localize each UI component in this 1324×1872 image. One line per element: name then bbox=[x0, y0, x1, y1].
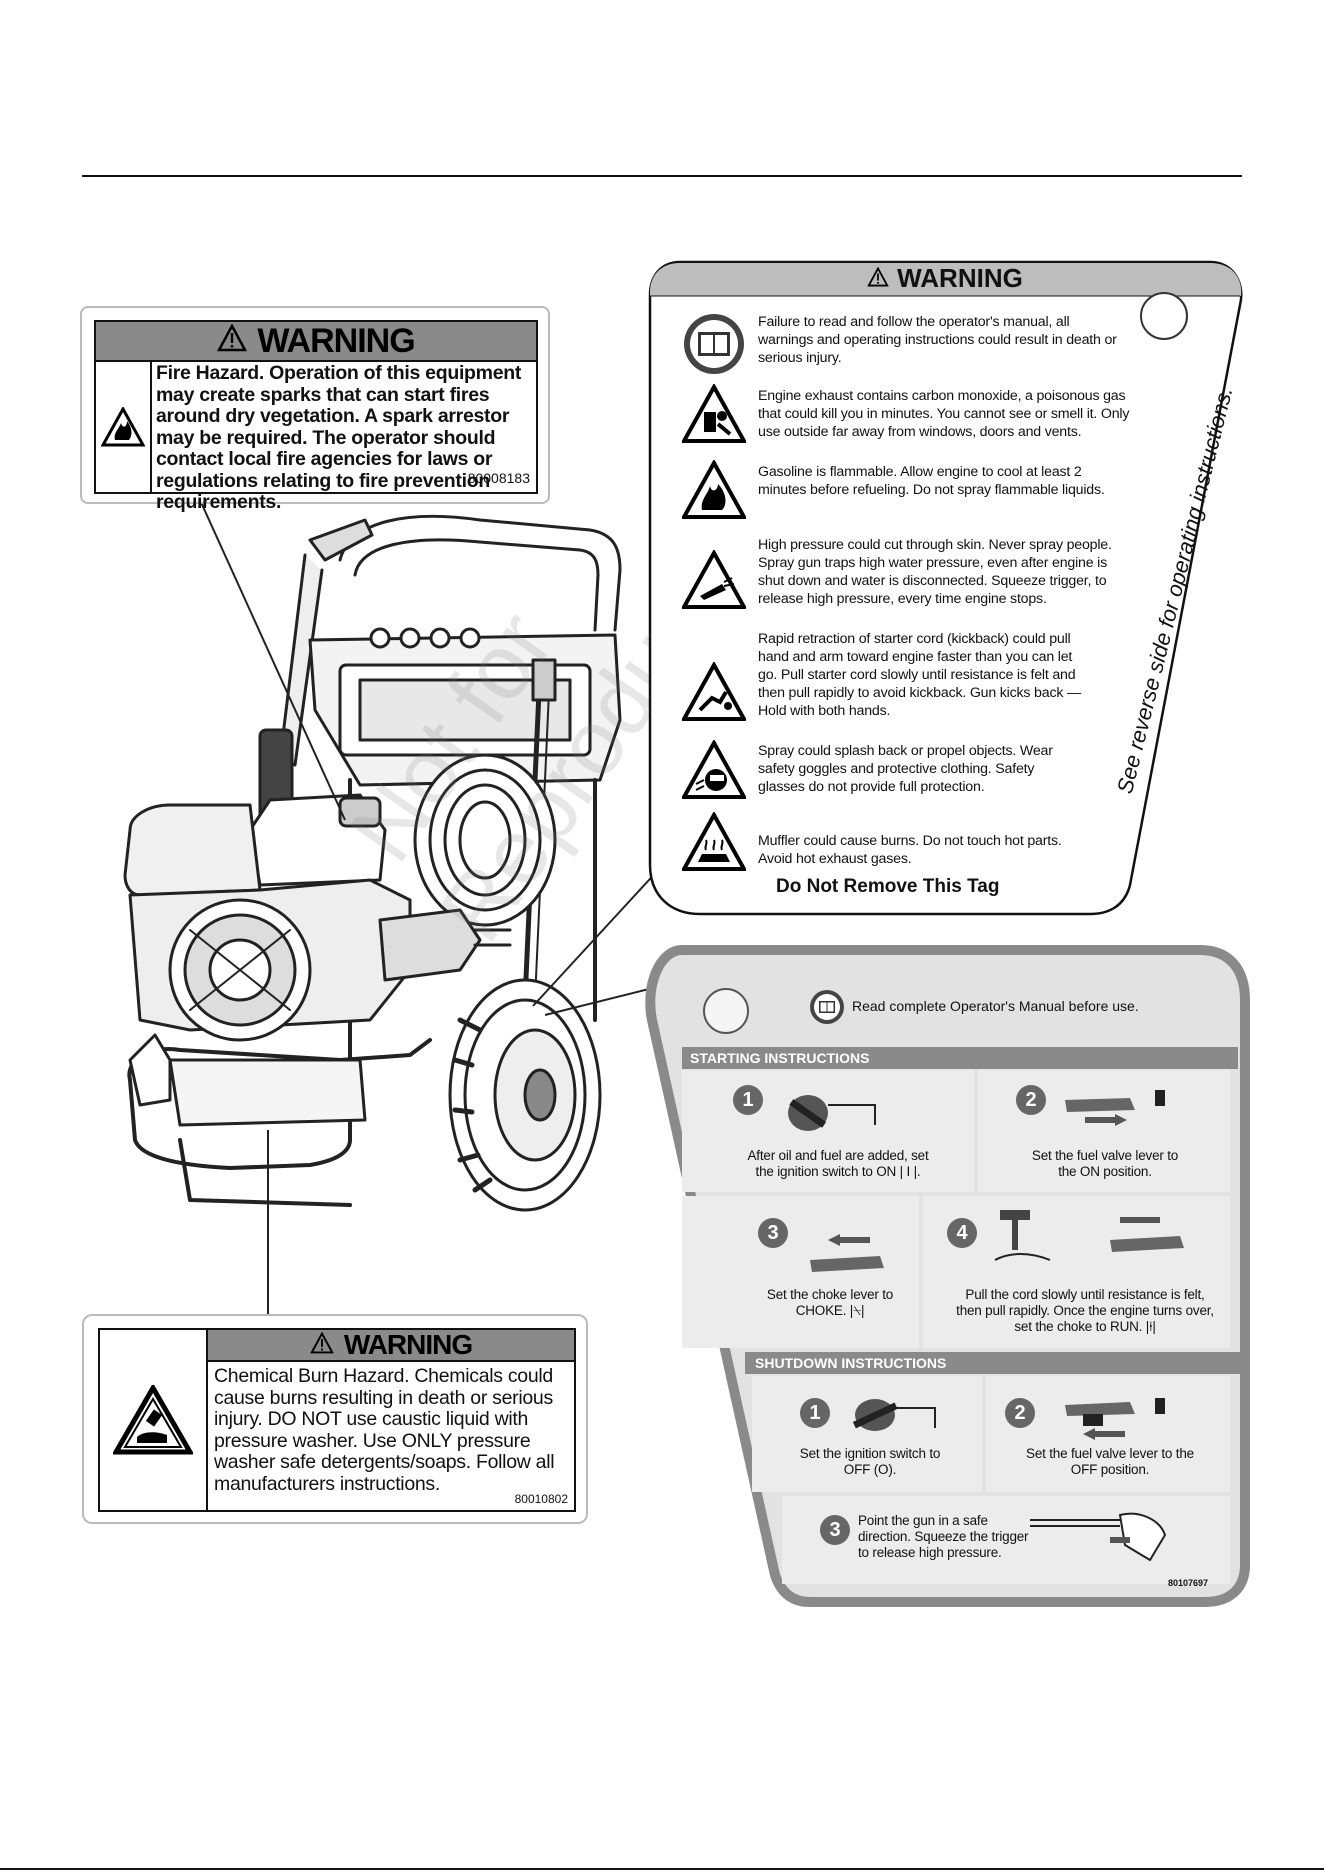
start-step-3 bbox=[682, 1196, 919, 1348]
fuel-valve-off-icon bbox=[1065, 1398, 1165, 1440]
tag-hole bbox=[1140, 292, 1188, 340]
instructions-tag-hole bbox=[703, 988, 749, 1034]
fire-hazard-icon bbox=[96, 362, 152, 492]
starting-title: STARTING INSTRUCTIONS bbox=[682, 1047, 1238, 1069]
start-step-2-number: 2 bbox=[1016, 1085, 1046, 1115]
manual-icon bbox=[810, 990, 844, 1024]
shutdown-step-1-text: Set the ignition switch to OFF (O). bbox=[799, 1446, 941, 1477]
tag-item-goggles: Spray could splash back or propel object… bbox=[758, 743, 1053, 795]
fuel-valve-icon bbox=[1065, 1090, 1165, 1126]
shutdown-step-3-text: Point the gun in a safe direction. Squee… bbox=[858, 1513, 1029, 1560]
tag-footer: Do Not Remove This Tag bbox=[776, 876, 1000, 897]
high-pressure-icon bbox=[680, 548, 748, 609]
fire-label-code: 80008183 bbox=[467, 470, 530, 486]
tag-item-flammable: Gasoline is flammable. Allow engine to c… bbox=[758, 464, 1105, 498]
warning-triangle-icon bbox=[309, 1329, 334, 1361]
tag-item-high-pressure: High pressure could cut through skin. Ne… bbox=[758, 537, 1112, 607]
warning-triangle-icon bbox=[867, 263, 889, 294]
shutdown-step-2-number: 2 bbox=[1005, 1398, 1035, 1428]
shutdown-step-2-text: Set the fuel valve lever to the OFF posi… bbox=[1026, 1446, 1194, 1477]
ignition-switch-icon bbox=[788, 1095, 876, 1131]
footer-rule bbox=[0, 1868, 1324, 1870]
chem-warning-header: WARNING bbox=[208, 1329, 574, 1362]
start-step-1-number: 1 bbox=[733, 1085, 763, 1115]
shutdown-step-1 bbox=[752, 1376, 982, 1492]
start-step-4 bbox=[923, 1196, 1230, 1348]
tag-item-hot-surface: Muffler could cause burns. Do not touch … bbox=[758, 833, 1062, 867]
tag-item-kickback: Rapid retraction of starter cord (kickba… bbox=[758, 631, 1081, 719]
manual-icon bbox=[682, 312, 744, 374]
ignition-off-icon bbox=[852, 1399, 936, 1431]
start-step-3-number: 3 bbox=[758, 1218, 788, 1248]
fire-hazard-text: Fire Hazard. Operation of this equipment… bbox=[156, 362, 522, 513]
hot-surface-icon bbox=[680, 810, 748, 871]
start-step-2-text: Set the fuel valve lever to the ON posit… bbox=[1031, 1148, 1179, 1179]
instructions-tag-code: 80107697 bbox=[1168, 1578, 1209, 1588]
chem-label-code: 80010802 bbox=[514, 1492, 568, 1506]
start-step-3-text: Set the choke lever to CHOKE. |⍀| bbox=[766, 1287, 894, 1318]
read-manual-note: Read complete Operator's Manual before u… bbox=[852, 998, 1139, 1014]
shutdown-title: SHUTDOWN INSTRUCTIONS bbox=[745, 1352, 1240, 1374]
start-step-4-text: Pull the cord slowly until resistance is… bbox=[956, 1287, 1214, 1334]
carbon-monoxide-icon bbox=[680, 382, 748, 443]
shutdown-step-3-number: 3 bbox=[820, 1515, 850, 1545]
fire-hazard-label: WARNING Fire Hazard. Operation of this e… bbox=[80, 306, 550, 513]
choke-lever-icon bbox=[810, 1234, 884, 1272]
chemical-burn-icon bbox=[100, 1330, 208, 1510]
tag-warning-header: WARNING bbox=[650, 262, 1240, 294]
fire-warning-header: WARNING bbox=[96, 322, 536, 362]
tag-item-carbon-monoxide: Engine exhaust contains carbon monoxide,… bbox=[758, 388, 1130, 440]
start-step-4-number: 4 bbox=[947, 1218, 977, 1248]
header-rule bbox=[82, 175, 1242, 177]
tag-item-manual: Failure to read and follow the operator'… bbox=[758, 314, 1117, 366]
starter-cord-icon bbox=[994, 1210, 1184, 1261]
warning-triangle-icon bbox=[217, 322, 248, 361]
chemical-burn-text: Chemical Burn Hazard. Chemicals could ca… bbox=[214, 1365, 555, 1495]
start-step-1-text: After oil and fuel are added, set the ig… bbox=[747, 1148, 929, 1179]
start-step-1 bbox=[682, 1070, 974, 1192]
kickback-icon bbox=[680, 660, 748, 721]
chemical-burn-label: WARNING Chemical Burn Hazard. Chemicals … bbox=[82, 1314, 588, 1524]
flammable-icon bbox=[680, 458, 748, 519]
pressure-washer-illustration bbox=[123, 514, 622, 1212]
shutdown-step-1-number: 1 bbox=[800, 1398, 830, 1428]
goggles-icon bbox=[680, 738, 748, 799]
spray-gun-icon bbox=[1030, 1512, 1167, 1562]
